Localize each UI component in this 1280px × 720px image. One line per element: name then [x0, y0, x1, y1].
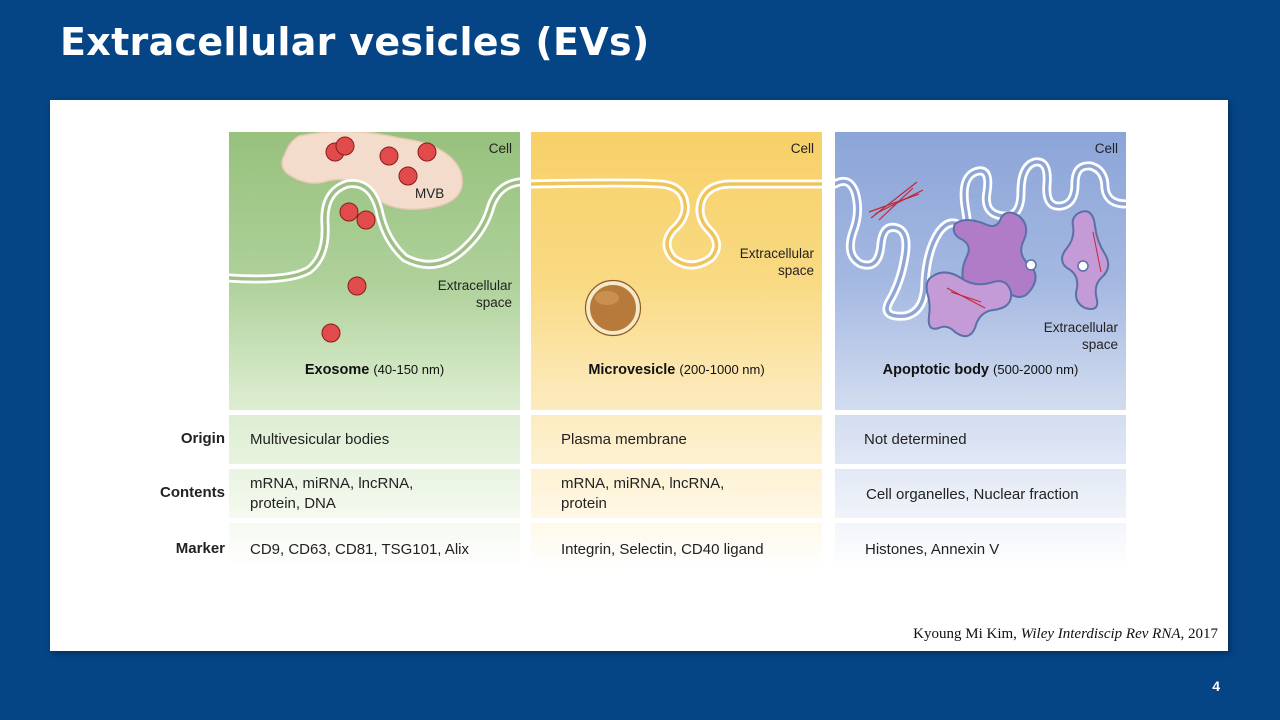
contents-microvesicle-line1: mRNA, miRNA, lncRNA,: [561, 475, 725, 492]
row-divider: [835, 518, 1126, 523]
page-number: 4: [1212, 678, 1220, 694]
mvb-label: MVB: [415, 186, 445, 201]
slide-title: Extracellular vesicles (EVs): [60, 20, 650, 64]
row-divider: [835, 464, 1126, 469]
exosome-column: Cell MVB Extracellular space Exosome (40…: [229, 132, 520, 568]
apoptotic-diagram: [835, 157, 1126, 338]
origin-apoptotic-body: Not determined: [864, 431, 967, 448]
row-divider: [835, 410, 1126, 415]
exosome-diagram: [229, 132, 520, 343]
contents-apoptotic-body: Cell organelles, Nuclear fraction: [866, 486, 1079, 503]
marker-exosome: CD9, CD63, CD81, TSG101, Alix: [250, 541, 469, 558]
fragment-fibers: [946, 231, 1102, 309]
microvesicle-column: Cell Extracellular space Microvesicle (2…: [531, 132, 822, 568]
microvesicle-particle: [586, 281, 640, 335]
row-header-contents: Contents: [160, 484, 225, 501]
contents-exosome-line2: protein, DNA: [250, 495, 336, 512]
space-label: space: [777, 263, 814, 278]
exosome-particles: [321, 136, 437, 343]
extracellular-label: Extracellular: [739, 246, 814, 261]
apoptotic-body-small: [925, 271, 1013, 338]
plasma-membrane-inner: [229, 180, 520, 281]
cytoskeleton-fibers: [868, 181, 924, 221]
marker-apoptotic-body: Histones, Annexin V: [865, 541, 1000, 558]
cell-label: Cell: [1094, 141, 1118, 156]
row-divider: [531, 518, 822, 523]
space-label: space: [1081, 337, 1118, 352]
extracellular-label: Extracellular: [437, 278, 512, 293]
row-header-marker: Marker: [175, 540, 225, 557]
apoptotic-column: Cell Extracellular space Apoptotic body …: [835, 132, 1126, 568]
row-divider: [531, 464, 822, 469]
organelle: [1077, 260, 1089, 272]
apoptotic-body-right: [1061, 210, 1110, 310]
extracellular-label: Extracellular: [1043, 320, 1118, 335]
cell-label: Cell: [488, 141, 512, 156]
apoptotic-body-large: [952, 211, 1037, 298]
origin-microvesicle: Plasma membrane: [561, 431, 687, 448]
microvesicle-diagram: [531, 178, 822, 337]
row-divider: [229, 464, 520, 469]
figure-panel: Cell MVB Extracellular space Exosome (40…: [50, 100, 1228, 651]
contents-microvesicle-line2: protein: [561, 495, 607, 512]
origin-exosome: Multivesicular bodies: [250, 431, 390, 448]
organelle: [1025, 259, 1037, 271]
citation: Kyoung Mi Kim, Wiley Interdiscip Rev RNA…: [913, 626, 1218, 642]
marker-microvesicle: Integrin, Selectin, CD40 ligand: [561, 541, 764, 558]
cell-label: Cell: [790, 141, 814, 156]
row-divider: [531, 410, 822, 415]
row-divider: [229, 410, 520, 415]
contents-exosome-line1: mRNA, miRNA, lncRNA,: [250, 475, 414, 492]
plasma-membrane-inner: [531, 181, 822, 267]
row-divider: [229, 518, 520, 523]
space-label: space: [475, 295, 512, 310]
row-header-origin: Origin: [180, 430, 225, 447]
vesicle-name-exosome: Exosome (40-150 nm): [304, 362, 445, 378]
vesicle-name-apoptotic-body: Apoptotic body (500-2000 nm): [882, 362, 1079, 378]
vesicle-name-microvesicle: Microvesicle (200-1000 nm): [588, 362, 765, 378]
